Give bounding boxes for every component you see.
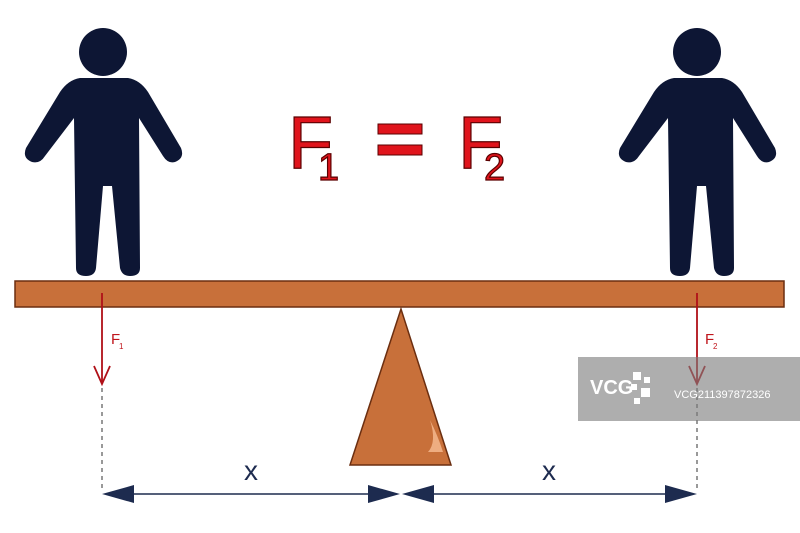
right-force-symbol: F — [705, 331, 714, 348]
watermark: VCG VCG211397872326 — [578, 357, 800, 421]
watermark-logo-icon — [631, 372, 650, 404]
watermark-code: VCG211397872326 — [674, 389, 770, 401]
equation-right-subscript: 2 — [484, 147, 505, 189]
seesaw-beam — [14, 280, 785, 308]
left-force-symbol: F — [111, 331, 120, 348]
right-force-subscript: 2 — [713, 342, 718, 351]
right-distance-label: x — [542, 455, 556, 486]
equation-left-subscript: 1 — [318, 147, 339, 189]
equation-operator-bar-top — [377, 123, 423, 135]
watermark-brand: VCG — [590, 377, 633, 399]
right-dimension-line — [402, 485, 697, 503]
equation-right-symbol: F — [458, 101, 503, 184]
right-force-label: F 2 — [705, 331, 718, 351]
right-person-figure — [618, 28, 777, 276]
fulcrum-triangle — [348, 306, 453, 466]
left-person-figure — [24, 28, 183, 276]
equation-operator-bar-bottom — [377, 144, 423, 156]
left-force-label: F 1 — [111, 331, 124, 351]
left-distance-label: x — [244, 455, 258, 486]
equation-f1-equals-f2: F 1 F 2 — [287, 100, 505, 189]
left-force-subscript: 1 — [119, 342, 124, 351]
left-dimension-line — [102, 485, 400, 503]
equation-left-symbol: F — [288, 101, 333, 184]
left-force-arrow — [93, 293, 111, 387]
